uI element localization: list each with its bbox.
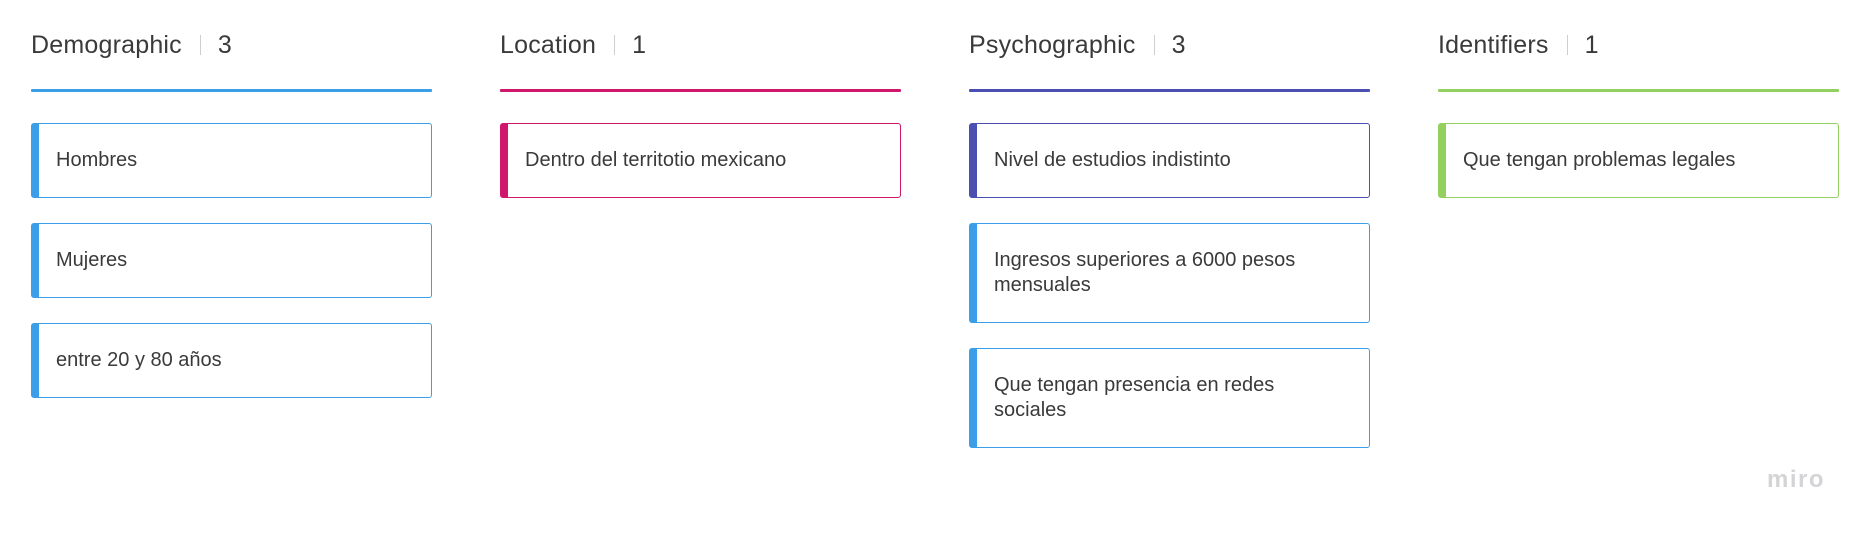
header-divider bbox=[1153, 35, 1155, 55]
miro-logo: miro bbox=[1766, 466, 1825, 493]
card-count: 1 bbox=[632, 30, 647, 59]
column-underline bbox=[500, 89, 901, 92]
header-divider bbox=[199, 35, 201, 55]
column-header: Demographic 3 bbox=[31, 28, 232, 62]
card-text: Que tengan problemas legales bbox=[1463, 149, 1736, 171]
sticky-card[interactable]: Nivel de estudios indistinto bbox=[969, 123, 1370, 198]
card-text: entre 20 y 80 años bbox=[56, 349, 222, 371]
sticky-card[interactable]: Que tengan presencia en redes sociales bbox=[969, 348, 1370, 448]
column-underline bbox=[1438, 89, 1839, 92]
sticky-card[interactable]: Ingresos superiores a 6000 pesos mensual… bbox=[969, 223, 1370, 323]
column-title[interactable]: Identifiers bbox=[1438, 30, 1549, 59]
header-divider bbox=[1566, 35, 1568, 55]
column-title[interactable]: Location bbox=[500, 30, 597, 59]
sticky-card[interactable]: Que tengan problemas legales bbox=[1438, 123, 1839, 198]
card-text: Ingresos superiores a 6000 pesos mensual… bbox=[994, 249, 1296, 296]
column-title[interactable]: Demographic bbox=[31, 30, 182, 59]
sticky-card[interactable]: Mujeres bbox=[31, 223, 432, 298]
card-count: 1 bbox=[1584, 30, 1599, 59]
column-header: Location 1 bbox=[500, 28, 646, 62]
sticky-card[interactable]: Hombres bbox=[31, 123, 432, 198]
column-header: Psychographic 3 bbox=[969, 28, 1185, 62]
card-text: Dentro del territotio mexicano bbox=[525, 149, 787, 171]
column-underline bbox=[31, 89, 432, 92]
card-count: 3 bbox=[1171, 30, 1186, 59]
sticky-card[interactable]: entre 20 y 80 años bbox=[31, 323, 432, 398]
card-text: Mujeres bbox=[56, 249, 128, 271]
header-divider bbox=[614, 35, 616, 55]
card-text: Nivel de estudios indistinto bbox=[994, 149, 1231, 171]
column-underline bbox=[969, 89, 1370, 92]
card-text: Que tengan presencia en redes sociales bbox=[994, 374, 1275, 421]
card-count: 3 bbox=[217, 30, 232, 59]
card-text: Hombres bbox=[56, 149, 138, 171]
column-header: Identifiers 1 bbox=[1438, 28, 1599, 62]
column-title[interactable]: Psychographic bbox=[969, 30, 1136, 59]
sticky-card[interactable]: Dentro del territotio mexicano bbox=[500, 123, 901, 198]
